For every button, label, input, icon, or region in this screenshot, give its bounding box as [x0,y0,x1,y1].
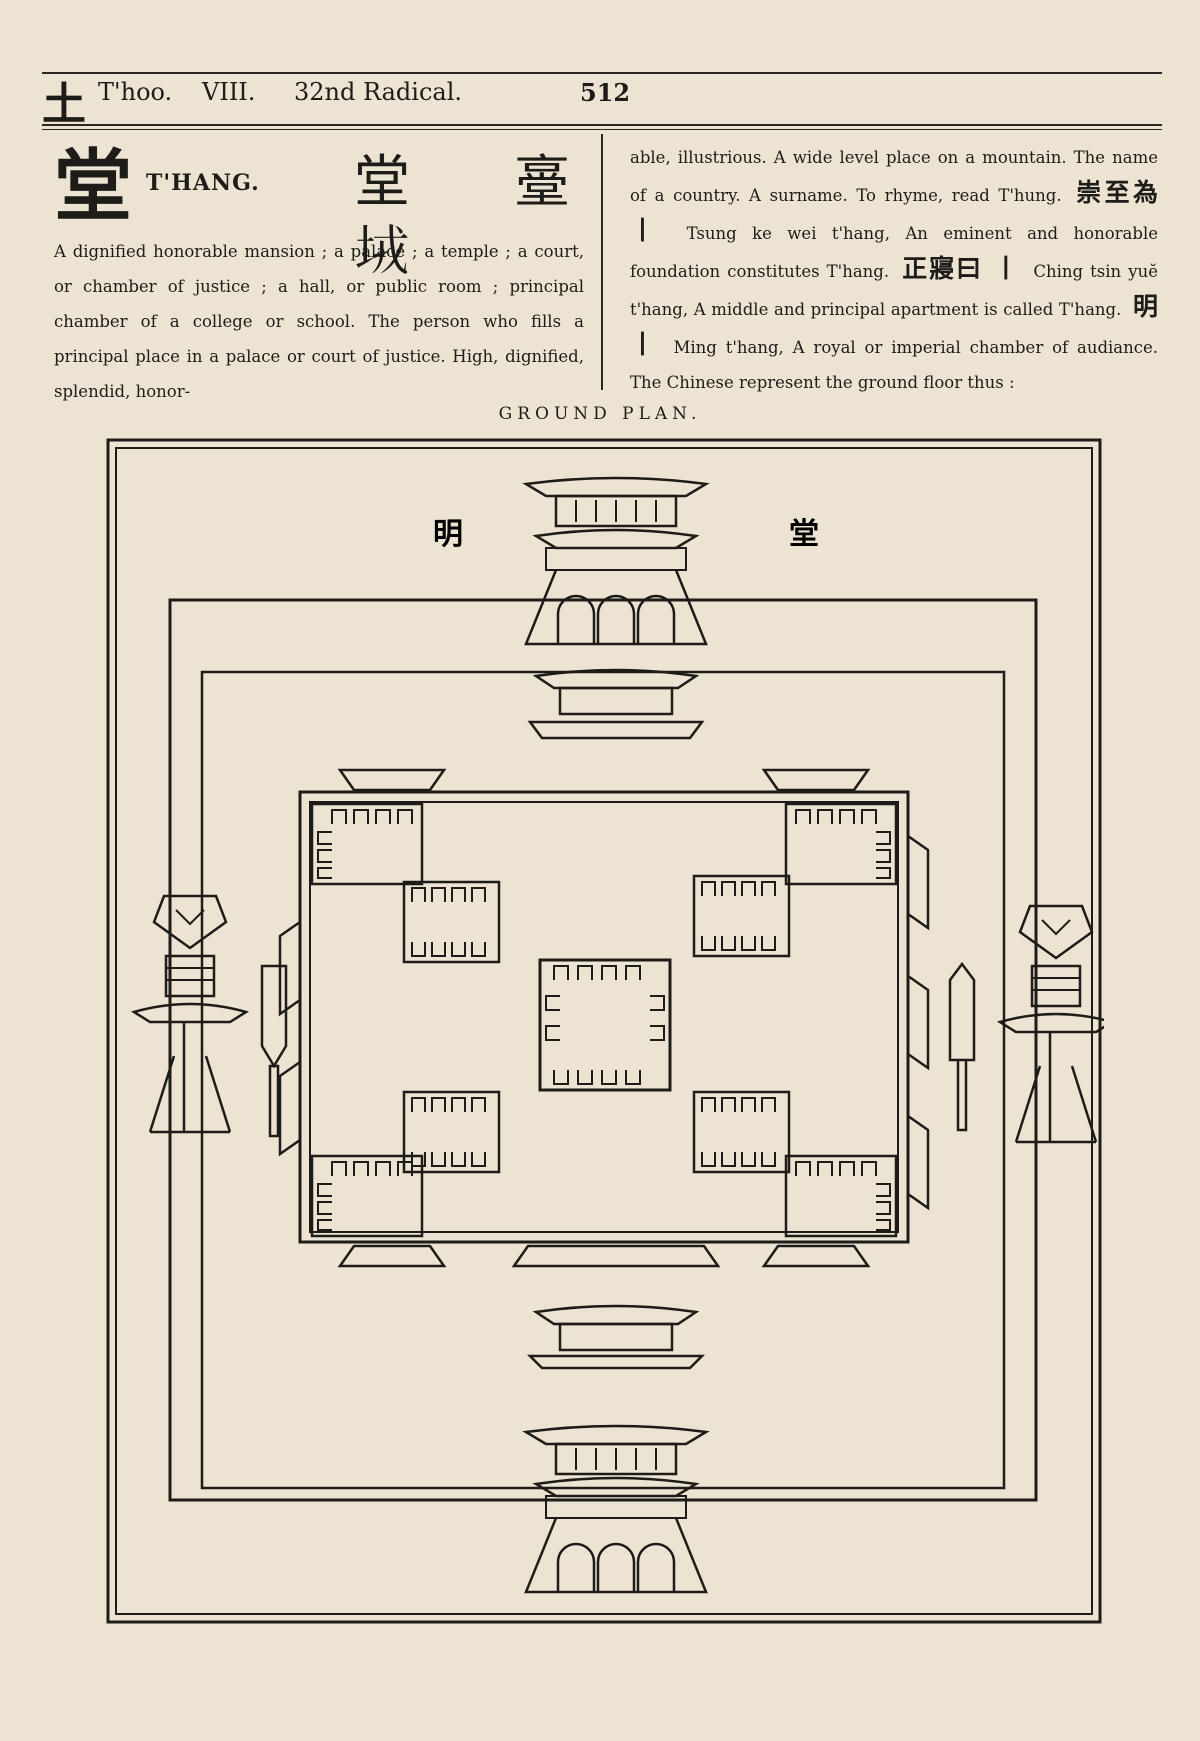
north-inner-pavilion [527,668,705,740]
room-northwest [310,802,424,886]
entry-romanization: T'HANG. [146,170,260,196]
room-southeast [784,1154,898,1238]
page-number: 512 [580,78,631,107]
definition-text-1: able, illustrious. A wide level place on… [630,148,1158,205]
entry-right-column: able, illustrious. A wide level place on… [630,140,1158,400]
room-south-left-inner [402,1090,501,1174]
definition-text-4: Ming t'hang, A royal or imperial chamber… [630,338,1158,392]
entry-heading: 堂 T'HANG. 堂 㙶 𡊸 [54,140,584,285]
definition-text-2: Tsung ke wei t'hang, An eminent and hono… [630,224,1158,281]
room-north-right-inner [692,874,791,958]
header-bottom-rule [42,124,1162,126]
east-banner [948,961,976,1132]
header-top-rule [42,72,1162,74]
room-north-left-inner [402,880,501,964]
running-header: 土 T'hoo. VIII. 32nd Radical. 512 [42,78,1162,130]
phrase3-chinese: 明 丨 [630,292,1159,359]
room-south-right-inner [692,1090,791,1174]
header-bottom-rule-2 [42,129,1162,130]
entry-definition-right: able, illustrious. A wide level place on… [630,140,1158,400]
south-inner-pavilion [526,1304,706,1370]
entry-left-column: 堂 T'HANG. 堂 㙶 𡊸 A dignified honorable ma… [54,140,584,409]
plan-label-left: 明 [433,517,463,552]
phrase1-chinese: 崇至為 丨 [630,178,1158,245]
east-gate-tower [998,904,1104,1144]
plan-label-right: 堂 [789,517,819,552]
header-radical-name: T'hoo. [98,78,173,106]
room-southwest [310,1154,424,1238]
west-gate-tower [132,894,248,1134]
entry-character: 堂 [54,141,133,232]
north-gate-tower [524,476,708,646]
ground-plan-diagram: 明 堂 [106,438,1104,1624]
room-center [538,958,672,1092]
phrase2-chinese: 正寢曰 丨 [902,254,1021,283]
header-radical-number: 32nd Radical. [294,78,463,106]
header-volume: VIII. [202,78,256,106]
header-radical-char: 土 [42,79,86,130]
ground-plan-title: GROUND PLAN. [498,404,702,424]
seal-script-forms: 堂 㙶 𡊸 [354,150,584,285]
room-northeast [784,802,898,886]
column-divider [601,134,603,390]
south-gate-tower [524,1424,708,1594]
entry-definition-left: A dignified honorable mansion ; a palace… [54,242,584,401]
west-banner [260,964,288,1138]
definition-text-3: Ching tsin yuĕ t'hang, A middle and prin… [630,262,1158,319]
